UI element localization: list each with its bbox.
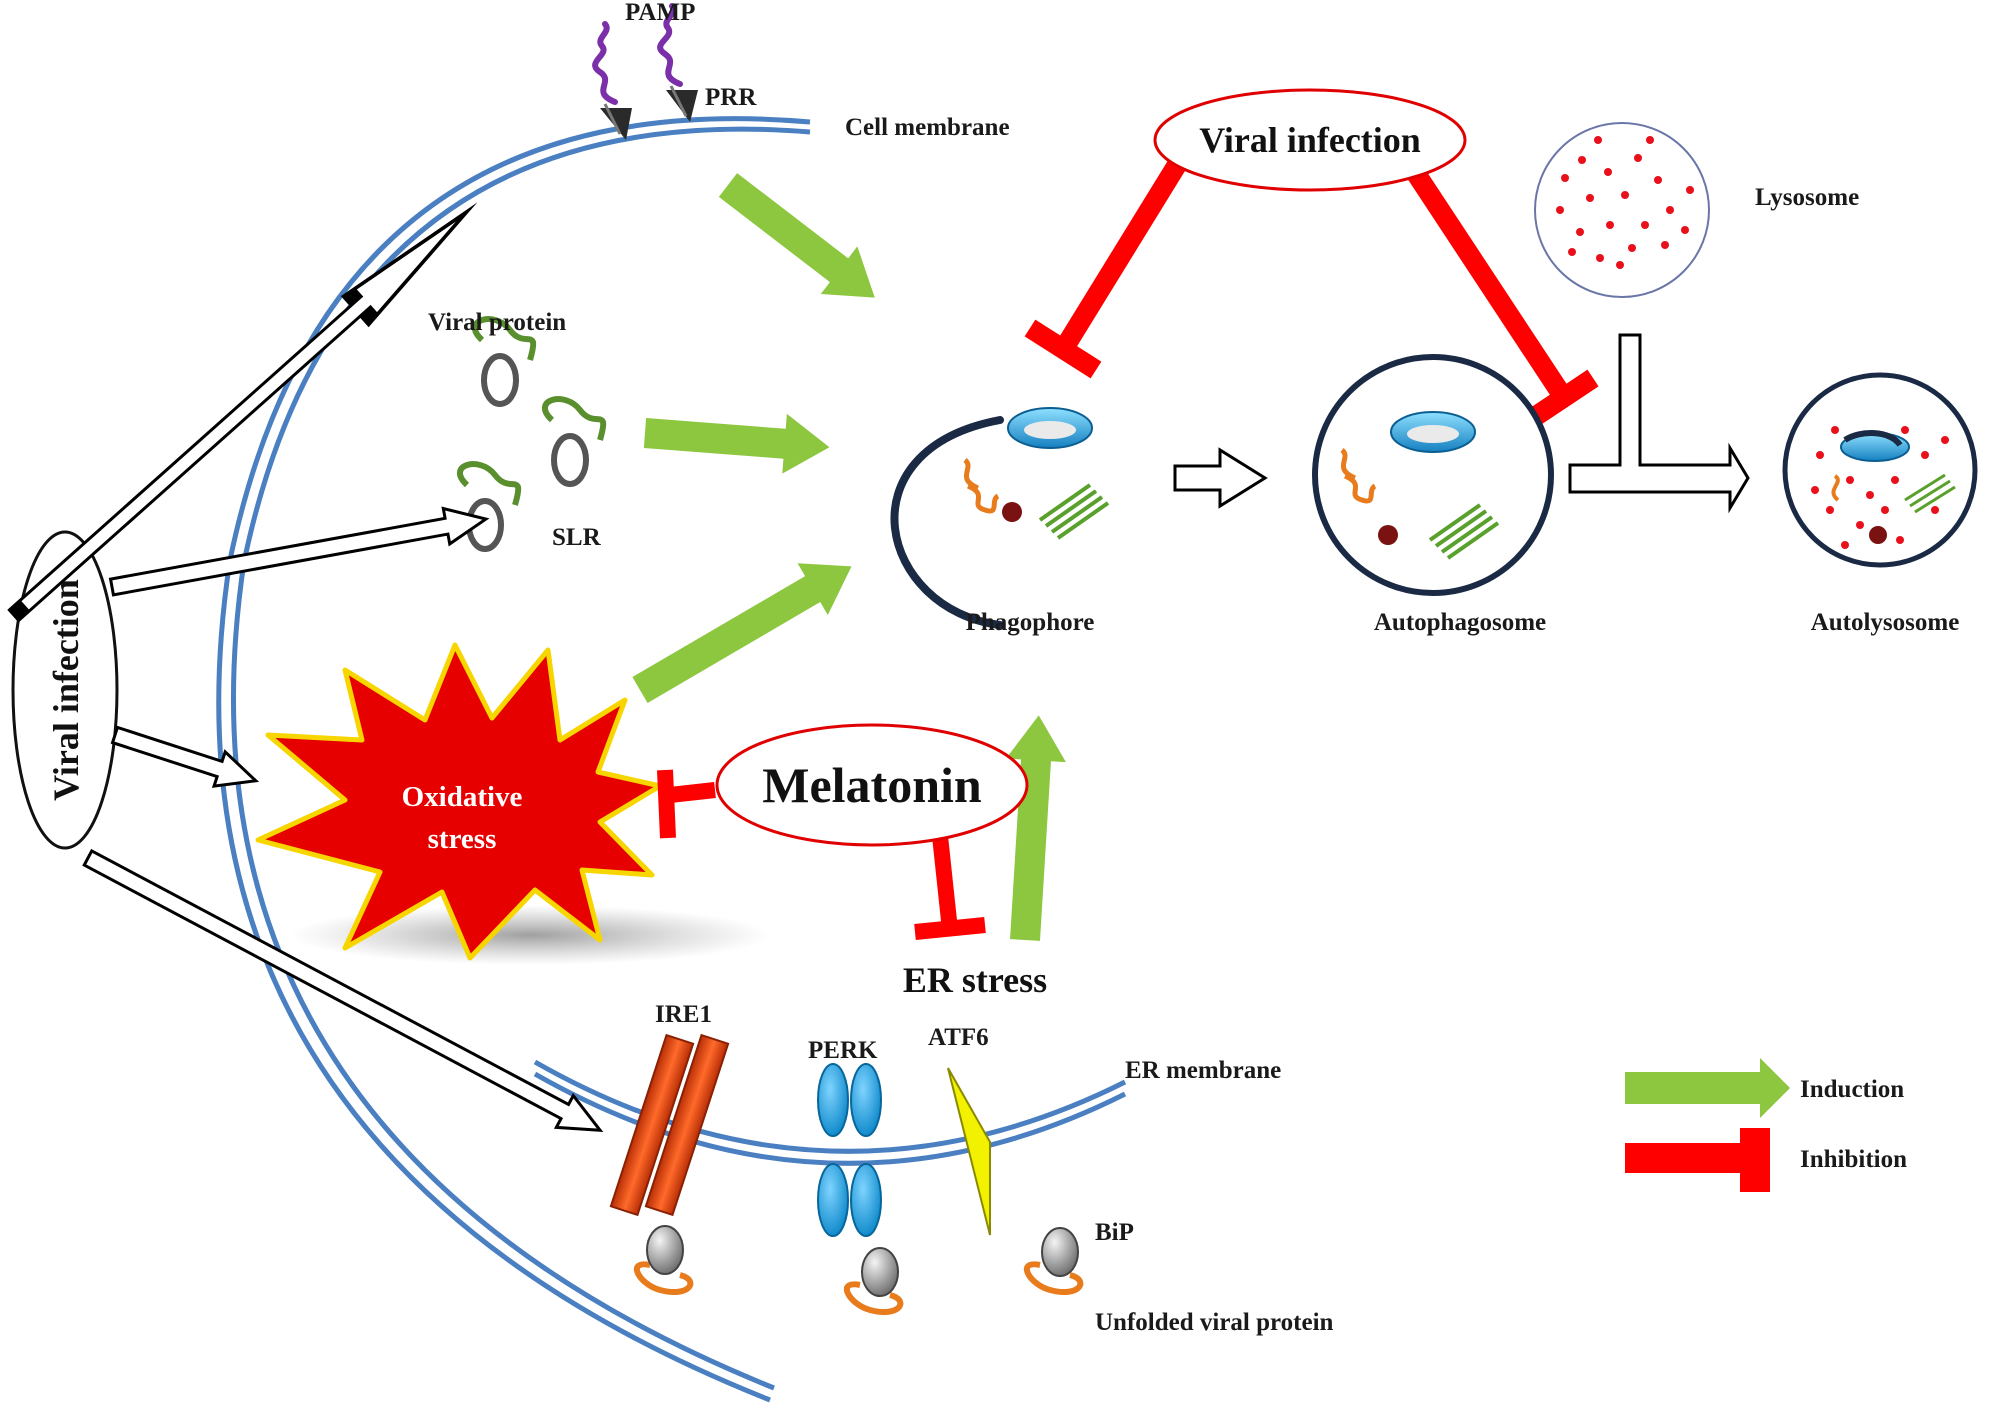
- induction-arrow-oxidative: [632, 563, 852, 703]
- induction-arrow-viral-protein: [643, 413, 830, 474]
- ire1-protein: [609, 1033, 730, 1217]
- perk-label: PERK: [808, 1037, 878, 1064]
- autophagosome-label: Autophagosome: [1374, 609, 1546, 636]
- inhibit-oxidative-stress: [657, 769, 716, 839]
- phagophore-protein: [963, 458, 1000, 514]
- induction-arrow-membrane: [718, 173, 875, 298]
- ire1-label: IRE1: [655, 1001, 712, 1028]
- legend-induction-arrow: [1625, 1058, 1790, 1118]
- inhibit-autolysosome: [1406, 166, 1599, 429]
- arrow-to-pamp: [7, 202, 478, 623]
- arrow-to-viral-protein: [108, 506, 490, 597]
- arrow-to-er-membrane: [82, 848, 604, 1133]
- legend-inhibition-bar: [1625, 1128, 1770, 1192]
- prr-label: PRR: [705, 84, 757, 111]
- autophagosome-ring: [1390, 411, 1476, 453]
- unfolded-viral-protein-label: Unfolded viral protein: [1095, 1309, 1334, 1336]
- prr-receptor-right: [666, 85, 698, 122]
- autophagosome-fibers: [1428, 503, 1500, 560]
- bip-label: BiP: [1095, 1219, 1134, 1246]
- bip-complex-2: [844, 1247, 904, 1315]
- viral-protein-label: Viral protein: [428, 309, 566, 336]
- viral-infection-left-label: Viral infection: [46, 579, 86, 801]
- arrow-phagophore-to-autophagosome: [1173, 447, 1268, 509]
- inhibit-er-stress: [914, 835, 986, 940]
- cell-membrane-label: Cell membrane: [845, 114, 1010, 141]
- lysosome-label: Lysosome: [1755, 184, 1859, 211]
- viral-infection-arrows: [7, 202, 604, 1133]
- melatonin-node: [715, 723, 1029, 847]
- perk-protein: [817, 1063, 882, 1237]
- inhibit-phagophore: [1024, 154, 1189, 379]
- lysosome-fusion-arrow: [1568, 333, 1750, 514]
- legend-inhibition-label: Inhibition: [1800, 1146, 1907, 1173]
- phagophore-fibers: [1038, 483, 1110, 540]
- prr-receptor-left: [600, 103, 632, 140]
- inhibition-lines: [657, 154, 1599, 940]
- lysosome-dots: [1556, 136, 1694, 269]
- viral-infection-top-label: Viral infection: [1199, 120, 1421, 160]
- arrow-to-oxidative-stress: [110, 725, 260, 788]
- oxidative-stress-label-line2: stress: [428, 823, 497, 855]
- autolysosome: [1782, 372, 1978, 568]
- pamp-label: PAMP: [625, 0, 695, 26]
- melatonin-label: Melatonin: [762, 757, 982, 813]
- phagophore: [890, 407, 1110, 629]
- pamp-icon: [592, 3, 683, 105]
- cell-membrane: [216, 116, 811, 1403]
- induction-arrow-er-stress: [1006, 715, 1066, 941]
- atf6-label: ATF6: [928, 1024, 989, 1051]
- viral-infection-source: [11, 530, 119, 850]
- oxidative-stress-burst: [255, 642, 770, 965]
- lysosome: [1534, 122, 1710, 298]
- autophagosome-protein: [1340, 448, 1377, 504]
- autophagosome-particle: [1378, 525, 1398, 545]
- legend-induction-label: Induction: [1800, 1076, 1904, 1103]
- bip-complex-3: [1024, 1227, 1084, 1295]
- er-stress-label: ER stress: [903, 960, 1047, 1000]
- autolysosome-dots: [1811, 426, 1949, 549]
- er-membrane-label: ER membrane: [1125, 1057, 1281, 1084]
- viral-infection-top-node: [1153, 88, 1467, 192]
- autophagosome: [1312, 354, 1554, 596]
- phagophore-label: Phagophore: [966, 609, 1095, 636]
- legend: [1625, 1058, 1790, 1192]
- phagophore-ring: [1007, 407, 1093, 449]
- viral-protein-icon: [457, 316, 607, 552]
- bip-complex-1: [634, 1225, 694, 1295]
- er-membrane: [533, 1059, 1127, 1166]
- slr-label: SLR: [552, 524, 602, 551]
- atf6-protein: [947, 1067, 991, 1236]
- phagophore-particle: [1002, 502, 1022, 522]
- autolysosome-label: Autolysosome: [1811, 609, 1960, 636]
- oxidative-stress-label-line1: Oxidative: [402, 781, 523, 813]
